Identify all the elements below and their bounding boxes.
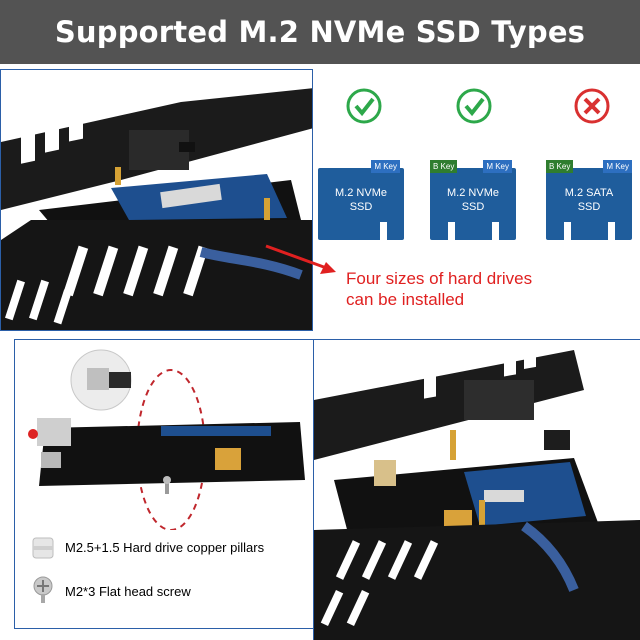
- ssd-label: M.2 NVMe SSD: [447, 187, 499, 213]
- red-arrow-icon: [265, 244, 336, 274]
- ssd-stick: B Key M Key M.2 NVMe SSD: [430, 160, 516, 240]
- key-badge: B Key: [546, 160, 574, 173]
- board-accessories-panel: M2.5+1.5 Hard drive copper pillars M2*3 …: [14, 339, 314, 629]
- ssd-stick: M Key M.2 NVMe SSD: [318, 160, 404, 240]
- check-circle-icon: [456, 88, 492, 124]
- key-badge: M Key: [371, 160, 400, 173]
- photo-installed-bracket: [313, 339, 640, 640]
- page-title: Supported M.2 NVMe SSD Types: [54, 15, 586, 49]
- ssd-card-m-key: M Key M.2 NVMe SSD: [316, 88, 406, 248]
- ssd-stick: B Key M Key M.2 SATA SSD: [546, 160, 632, 240]
- key-badge: M Key: [483, 160, 512, 173]
- ssd-card-bm-key: B Key M Key M.2 NVMe SSD: [430, 88, 520, 248]
- x-circle-icon: [574, 88, 610, 124]
- check-circle-icon: [346, 88, 382, 124]
- accessory-label: M2.5+1.5 Hard drive copper pillars: [65, 540, 265, 555]
- key-badge: M Key: [603, 160, 632, 173]
- ssd-types-grid: M Key M.2 NVMe SSD B Key M Key M.2 NVMe …: [316, 88, 640, 248]
- board-detail-illustration: [28, 349, 305, 530]
- ssd-card-sata: B Key M Key M.2 SATA SSD: [542, 88, 632, 248]
- accessory-label: M2*3 Flat head screw: [65, 584, 191, 599]
- header-banner: Supported M.2 NVMe SSD Types: [0, 0, 640, 64]
- installed-bracket-illustration: [314, 340, 640, 640]
- ssd-label: M.2 NVMe SSD: [335, 187, 387, 213]
- drive-sizes-annotation: Four sizes of hard drives can be install…: [346, 269, 533, 309]
- copper-pillar-icon: [32, 537, 54, 559]
- flat-head-screw-icon: [33, 576, 53, 603]
- ssd-label: M.2 SATA SSD: [564, 187, 614, 213]
- bracket-ssd-illustration: [1, 88, 312, 330]
- photo-bracket-with-ssd: [0, 69, 313, 331]
- key-badge: B Key: [430, 160, 458, 173]
